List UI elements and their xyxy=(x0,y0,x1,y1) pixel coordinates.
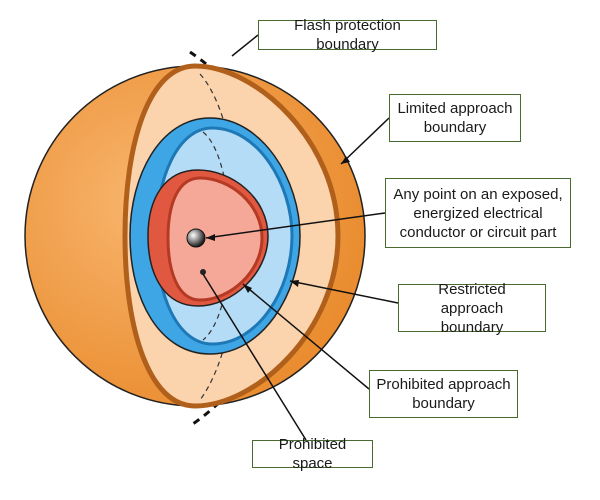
leader-prohibited-approach xyxy=(242,283,370,390)
arrow-point xyxy=(206,234,215,241)
prohibited-space-label: Prohibited space xyxy=(252,436,373,472)
leader-limited xyxy=(340,117,390,165)
exposed-point-label: Any point on an exposed, energized elect… xyxy=(385,178,571,248)
restricted-approach-label: Restricted approach boundary xyxy=(398,281,546,336)
arrow-restricted xyxy=(290,280,299,287)
limited-approach-label: Limited approach boundary xyxy=(389,94,521,142)
energized-point-ball xyxy=(186,228,206,248)
flash-protection-label: Flash protection boundary xyxy=(258,17,437,53)
arrow-prohibited-approach xyxy=(243,284,252,293)
prohibited-approach-label: Prohibited approach boundary xyxy=(369,370,518,418)
leader-restricted xyxy=(289,280,399,304)
prohibited-space-dot xyxy=(200,269,206,275)
leader-point xyxy=(205,212,386,239)
arrow-limited xyxy=(341,156,350,164)
leader-space xyxy=(202,273,307,441)
leader-flash xyxy=(231,34,259,57)
